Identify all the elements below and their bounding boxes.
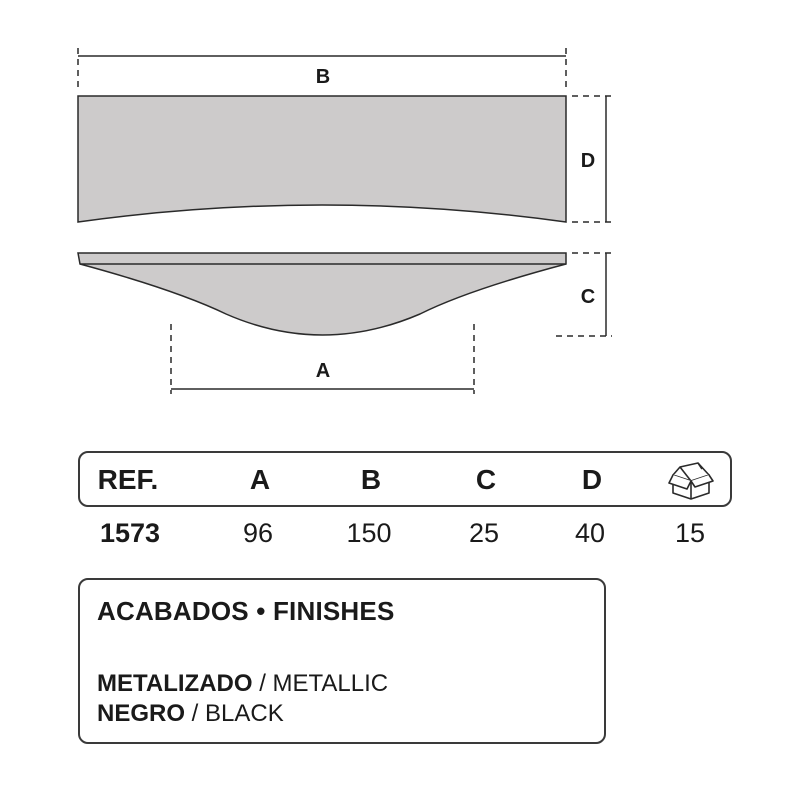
finish-item: METALIZADO / METALLIC	[97, 670, 388, 698]
finish-es: NEGRO	[97, 700, 186, 727]
spec-table-row: 1573 96 150 25 40 15	[78, 507, 732, 557]
value-c: 25	[468, 518, 500, 548]
finishes-panel: ACABADOS • FINISHES METALIZADO / METALLI…	[78, 578, 606, 744]
value-box-quantity: 15	[674, 518, 706, 548]
header-ref: REF.	[97, 464, 159, 495]
handle-bottom-view	[77, 252, 567, 336]
dimension-d: D	[572, 95, 612, 223]
header-a: A	[249, 464, 271, 495]
finish-es: METALIZADO	[97, 670, 253, 697]
value-b: 150	[346, 518, 392, 548]
header-c: C	[475, 464, 497, 495]
header-d: D	[581, 464, 603, 495]
finish-item: NEGRO / BLACK	[97, 700, 284, 728]
dimension-a-label: A	[316, 360, 330, 382]
value-d: 40	[574, 518, 606, 548]
dimension-c: C	[556, 252, 612, 337]
value-ref: 1573	[99, 518, 161, 548]
dimension-d-label: D	[581, 150, 595, 172]
finish-en: BLACK	[205, 700, 284, 727]
spec-table-header: REF. A B C D	[78, 451, 732, 507]
box-icon	[668, 462, 714, 500]
dimension-b: B	[77, 48, 567, 90]
handle-front-view	[77, 95, 567, 223]
spec-table: REF. A B C D 1573 96 150 25 40 15	[78, 451, 732, 557]
dimension-a: A	[170, 324, 475, 394]
dimension-c-label: C	[581, 286, 595, 308]
finish-separator: /	[252, 670, 273, 697]
dimension-b-label: B	[316, 66, 330, 88]
finish-separator: /	[185, 700, 206, 727]
value-a: 96	[242, 518, 274, 548]
finish-en: METALLIC	[272, 670, 389, 697]
header-b: B	[360, 464, 382, 495]
finishes-title: ACABADOS • FINISHES	[97, 596, 395, 626]
